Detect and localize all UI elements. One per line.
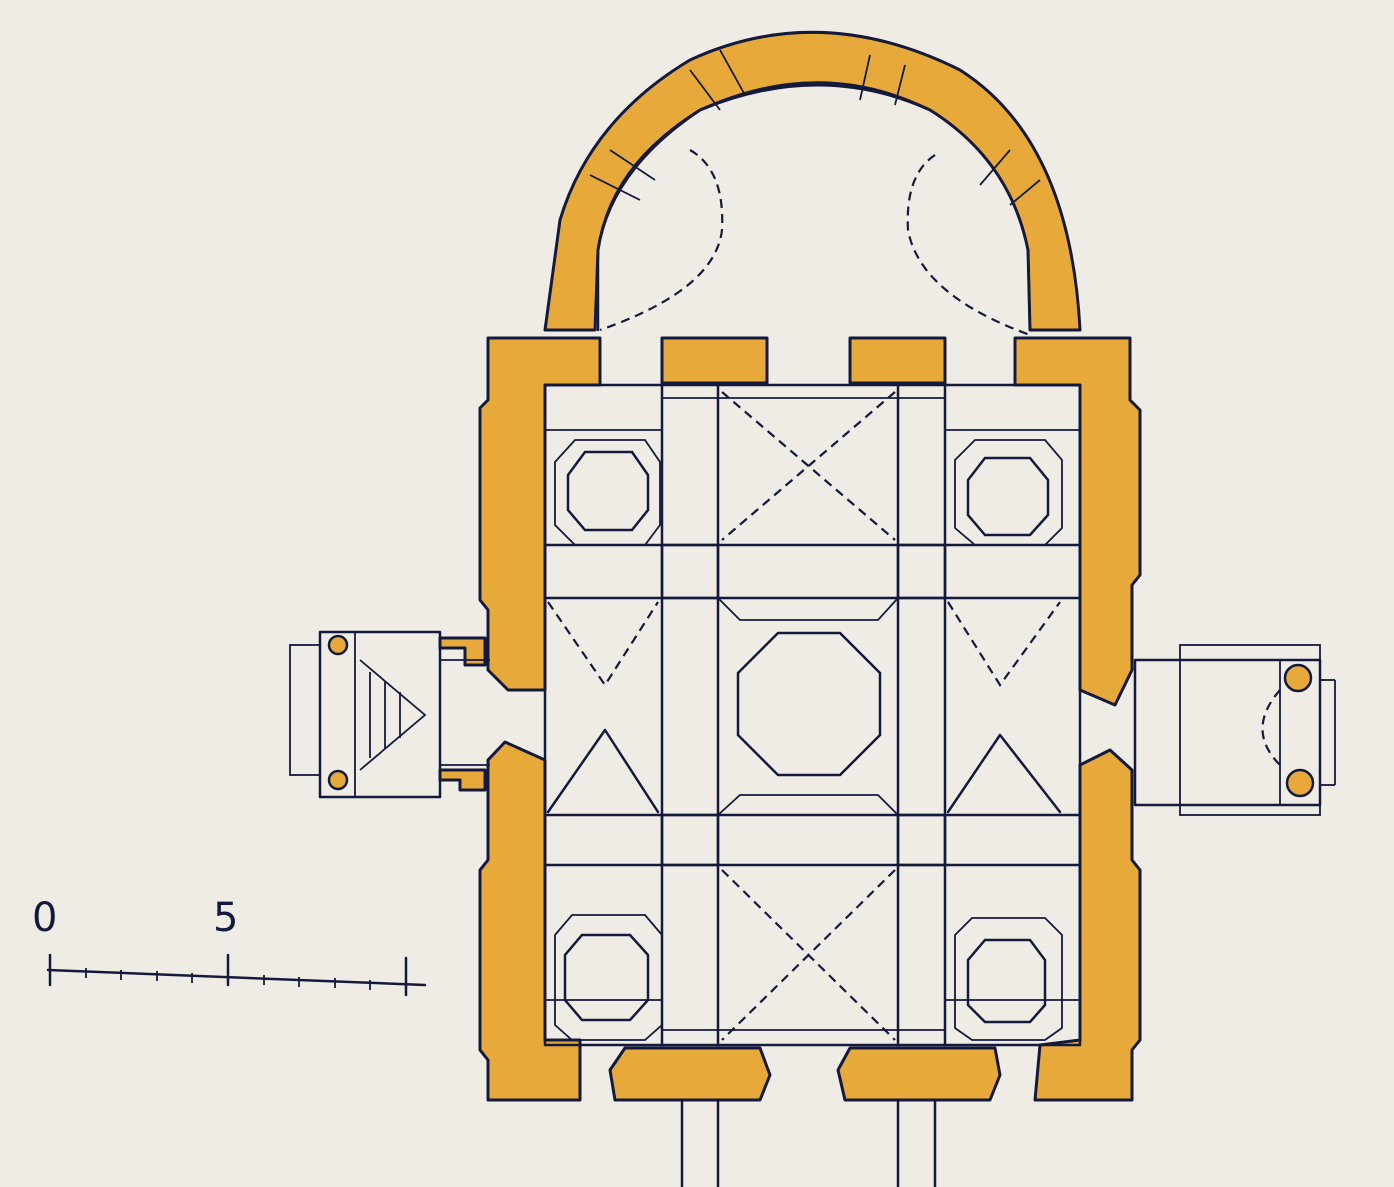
- apse-window: [979, 149, 1041, 206]
- central-dome: [736, 631, 882, 777]
- east-wall-upper: [1013, 336, 1142, 707]
- porch-column: [327, 634, 349, 656]
- main-walls: [438, 336, 1142, 1102]
- nave-outline: [543, 383, 1082, 1047]
- apse-niche-left: [599, 149, 724, 332]
- west-porch: [289, 630, 490, 799]
- north-pier-right: [848, 336, 947, 385]
- south-pier-right: [836, 1046, 1002, 1102]
- porch-column: [327, 769, 349, 791]
- crossing-square: [660, 813, 720, 867]
- west-wall-lower: [478, 740, 582, 1102]
- apse-inner-outline: [596, 81, 1032, 332]
- side-vault-east-top: [947, 601, 1061, 687]
- apse-window: [859, 54, 906, 106]
- scale-bar: [46, 953, 427, 997]
- corner-dome-nw: [566, 450, 650, 532]
- apse-window: [689, 49, 746, 111]
- cross-vault-south: [721, 869, 896, 1041]
- scale-label-five: 5: [213, 895, 239, 941]
- scale-label-zero: 0: [32, 895, 58, 941]
- corner-dome-ne-outer: [954, 439, 1063, 546]
- cross-vault-north: [721, 391, 896, 541]
- apse-wall: [543, 30, 1082, 332]
- east-porch: [1133, 644, 1336, 816]
- south-pier-left: [608, 1046, 772, 1102]
- porch-west-pier-bottom: [438, 768, 487, 792]
- corner-dome-nw-outer: [554, 439, 661, 546]
- apse: [543, 30, 1082, 337]
- domes: [554, 439, 1063, 1041]
- porch-column: [1283, 663, 1313, 693]
- corner-dome-ne: [966, 456, 1050, 537]
- side-vault-west-top: [547, 601, 659, 687]
- crossing-square: [896, 813, 947, 867]
- apse-window: [589, 149, 656, 201]
- south-entry: [680, 1098, 937, 1187]
- crossing-square: [896, 543, 947, 600]
- corner-dome-se-outer: [954, 917, 1063, 1041]
- apse-niche-right: [906, 154, 1031, 337]
- porch-west-pier-top: [438, 636, 487, 667]
- corner-dome-sw: [563, 933, 650, 1022]
- porch-column: [1285, 768, 1315, 798]
- north-pier-left: [660, 336, 769, 385]
- corner-dome-sw-outer: [554, 914, 663, 1041]
- west-wall-upper: [478, 336, 602, 692]
- nave-grid: [543, 383, 1082, 1047]
- corner-dome-se: [966, 938, 1047, 1024]
- crossing-square: [660, 543, 720, 600]
